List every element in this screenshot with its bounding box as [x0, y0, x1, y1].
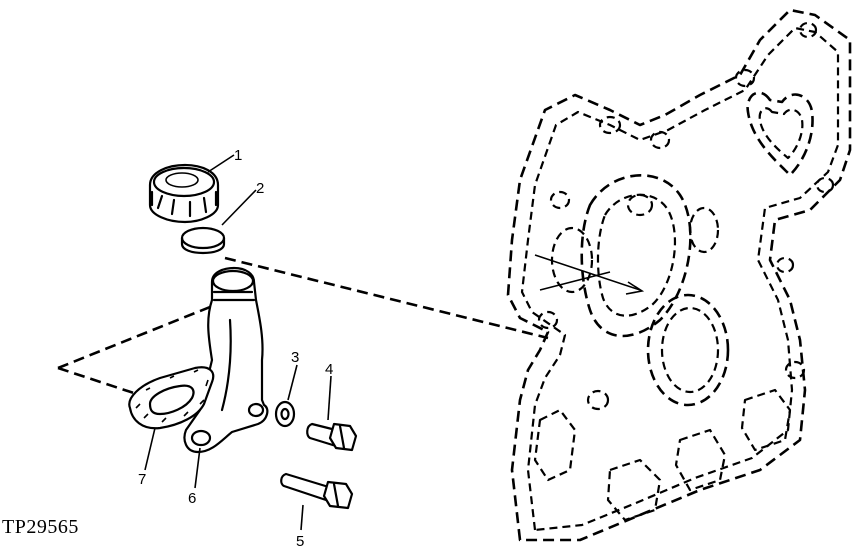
- gasket-part: [128, 366, 215, 430]
- callout-5: 5: [296, 533, 304, 550]
- callout-leaders: [144, 154, 332, 531]
- callout-labels: 1 2 3 4 5 6 7: [138, 147, 333, 550]
- long-bolt-part: [280, 472, 354, 510]
- short-bolt-part: [306, 422, 358, 452]
- callout-2: 2: [256, 180, 264, 197]
- cap-part: [148, 163, 220, 224]
- seal-disc-part: [180, 226, 226, 255]
- callout-7: 7: [138, 471, 146, 488]
- filler-neck-part: [183, 266, 269, 454]
- callout-3: 3: [291, 349, 299, 366]
- assembly-leader: [57, 256, 549, 407]
- callout-1: 1: [234, 147, 242, 164]
- callout-6: 6: [188, 490, 196, 507]
- timing-gear-cover: [506, 8, 852, 542]
- callout-4: 4: [325, 361, 333, 378]
- figure-id-label: TP29565: [2, 516, 79, 538]
- washer-part: [274, 400, 296, 428]
